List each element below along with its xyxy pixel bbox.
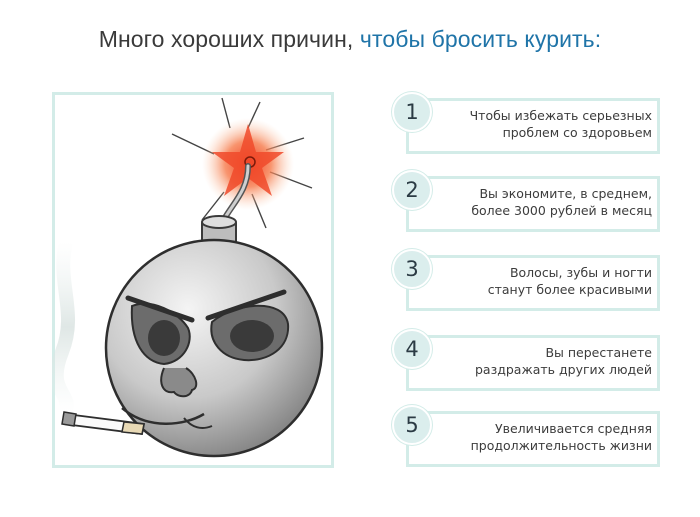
reason-line-2: станут более красивыми <box>487 282 652 297</box>
reason-line-1: Вы перестанете <box>545 345 652 360</box>
title-main: Много хороших причин, <box>98 26 354 52</box>
reason-number-badge: 2 <box>392 170 432 210</box>
reason-card-1: 1 Чтобы избежать серьезных проблем со зд… <box>392 92 660 154</box>
reason-frame <box>406 98 660 154</box>
reason-number-badge: 5 <box>392 405 432 445</box>
reason-line-1: Увеличивается средняя <box>494 421 652 436</box>
reason-line-1: Чтобы избежать серьезных <box>469 108 652 123</box>
reason-text: Увеличивается средняя продолжительность … <box>438 413 652 461</box>
reason-text: Волосы, зубы и ногти станут более красив… <box>438 257 652 305</box>
reason-line-2: проблем со здоровьем <box>502 125 652 140</box>
bomb-illustration <box>52 92 334 468</box>
reason-number-badge: 4 <box>392 329 432 369</box>
reason-text: Вы экономите, в среднем, более 3000 рубл… <box>438 178 652 226</box>
reason-card-4: 4 Вы перестанете раздражать других людей <box>392 329 660 391</box>
title-accent: чтобы бросить курить: <box>359 26 602 52</box>
reason-card-2: 2 Вы экономите, в среднем, более 3000 ру… <box>392 170 660 232</box>
page-title: Много хороших причин, чтобы бросить кури… <box>0 26 700 53</box>
reason-text: Чтобы избежать серьезных проблем со здор… <box>438 100 652 148</box>
reason-number-badge: 3 <box>392 249 432 289</box>
reason-number-badge: 1 <box>392 92 432 132</box>
angry-bomb-smoking-cigarette-icon <box>52 97 324 458</box>
reason-line-2: продолжительность жизни <box>470 438 652 453</box>
reason-line-1: Вы экономите, в среднем, <box>479 186 652 201</box>
reason-line-2: более 3000 рублей в месяц <box>471 203 652 218</box>
reason-line-1: Волосы, зубы и ногти <box>509 265 652 280</box>
reason-text: Вы перестанете раздражать других людей <box>438 337 652 385</box>
reason-card-5: 5 Увеличивается средняя продолжительност… <box>392 405 660 467</box>
reason-line-2: раздражать других людей <box>474 362 652 377</box>
reason-card-3: 3 Волосы, зубы и ногти станут более крас… <box>392 249 660 311</box>
